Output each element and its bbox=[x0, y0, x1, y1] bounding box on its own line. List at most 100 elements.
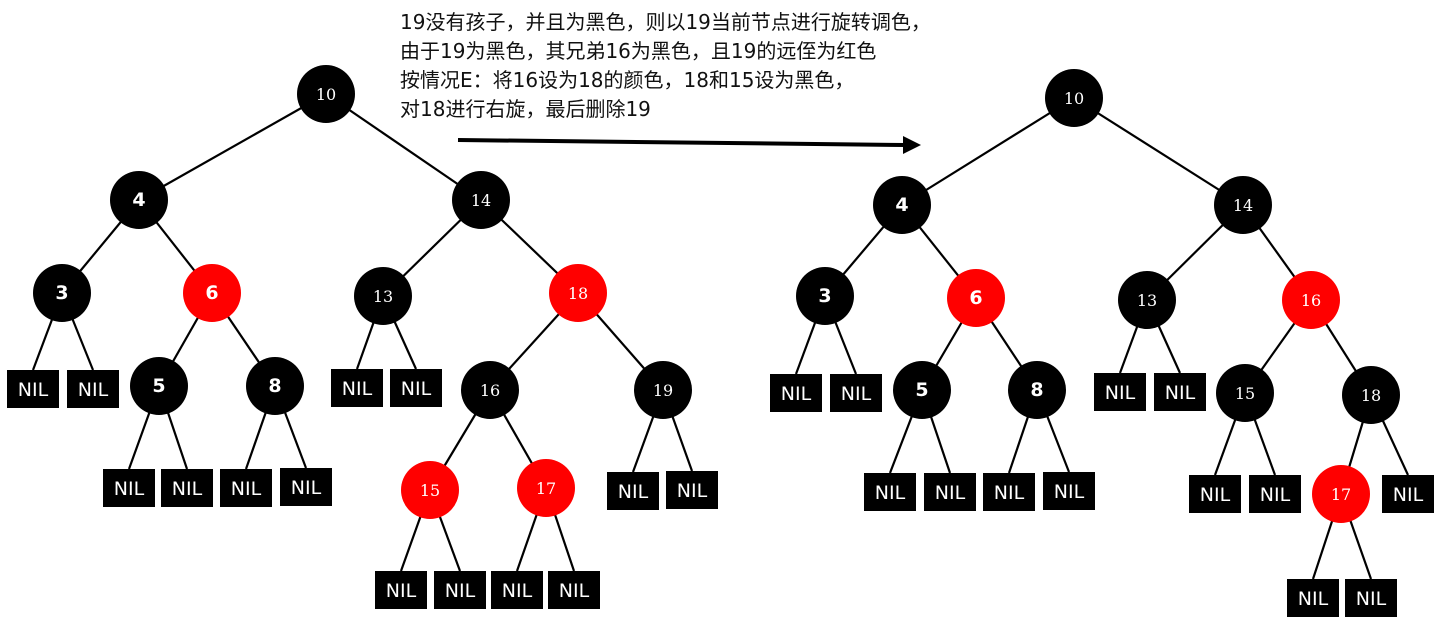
nil-leaf: NIL bbox=[607, 472, 659, 510]
node-circle bbox=[354, 267, 412, 325]
node-label: 16 bbox=[480, 381, 500, 400]
nil-box bbox=[830, 374, 882, 412]
node-label: 4 bbox=[895, 194, 908, 216]
node-label: 6 bbox=[205, 282, 218, 304]
nil-box bbox=[607, 472, 659, 510]
tree-node: 4 bbox=[873, 176, 931, 234]
node-label: 5 bbox=[915, 379, 928, 401]
nil-label: NIL bbox=[342, 378, 373, 400]
tree-node: 6 bbox=[947, 269, 1005, 327]
nil-leaf: NIL bbox=[491, 571, 543, 609]
node-circle bbox=[297, 65, 355, 123]
tree-edge bbox=[325, 93, 482, 201]
tree-node: 3 bbox=[796, 267, 854, 325]
nil-leaf: NIL bbox=[67, 370, 119, 408]
nil-box bbox=[1345, 579, 1397, 617]
nil-leaf: NIL bbox=[7, 370, 59, 408]
node-circle bbox=[1216, 364, 1274, 422]
arrow-shaft bbox=[457, 138, 906, 147]
nil-leaf: NIL bbox=[924, 473, 976, 511]
nil-leaf: NIL bbox=[375, 571, 427, 609]
nil-label: NIL bbox=[18, 379, 49, 401]
nil-label: NIL bbox=[841, 383, 872, 405]
nil-label: NIL bbox=[1356, 588, 1387, 610]
nil-leaf: NIL bbox=[1345, 579, 1397, 617]
nil-leaf: NIL bbox=[220, 469, 272, 507]
node-label: 6 bbox=[969, 287, 982, 309]
tree-node: 15 bbox=[1216, 364, 1274, 422]
nil-label: NIL bbox=[875, 482, 906, 504]
node-label: 8 bbox=[1030, 379, 1043, 401]
caption-line-3: 按情况E：将16设为18的颜色，18和15设为黑色， bbox=[400, 68, 855, 92]
node-label: 18 bbox=[1361, 386, 1381, 405]
node-label: 19 bbox=[653, 381, 673, 400]
nil-box bbox=[1189, 475, 1241, 513]
node-circle bbox=[1342, 366, 1400, 424]
nil-label: NIL bbox=[114, 478, 145, 500]
nil-leaf: NIL bbox=[1154, 373, 1206, 411]
node-label: 5 bbox=[152, 375, 165, 397]
node-circle bbox=[549, 264, 607, 322]
tree-node: 5 bbox=[893, 361, 951, 419]
node-label: 15 bbox=[1235, 384, 1255, 403]
nil-label: NIL bbox=[231, 478, 262, 500]
nil-label: NIL bbox=[172, 478, 203, 500]
arrow-head bbox=[903, 136, 921, 154]
nil-leaf: NIL bbox=[864, 473, 916, 511]
node-label: 17 bbox=[536, 479, 556, 498]
nil-label: NIL bbox=[994, 482, 1025, 504]
node-label: 15 bbox=[420, 481, 440, 500]
caption-line-4: 对18进行右旋，最后删除19 bbox=[400, 97, 651, 121]
nil-box bbox=[280, 468, 332, 506]
nil-box bbox=[1287, 579, 1339, 617]
node-circle bbox=[1045, 69, 1103, 127]
tree-node: 14 bbox=[452, 171, 510, 229]
tree-node: 18 bbox=[549, 264, 607, 322]
nil-box bbox=[331, 369, 383, 407]
nil-label: NIL bbox=[445, 580, 476, 602]
node-label: 3 bbox=[55, 282, 68, 304]
nil-box bbox=[864, 473, 916, 511]
node-circle bbox=[33, 264, 91, 322]
transition-arrow bbox=[457, 136, 921, 154]
node-circle bbox=[1312, 465, 1370, 523]
nil-label: NIL bbox=[618, 481, 649, 503]
tree-node: 8 bbox=[246, 357, 304, 415]
node-circle bbox=[1008, 361, 1066, 419]
node-label: 10 bbox=[316, 85, 336, 104]
nil-label: NIL bbox=[1260, 484, 1291, 506]
nil-label: NIL bbox=[291, 477, 322, 499]
nil-label: NIL bbox=[559, 580, 590, 602]
nil-box bbox=[983, 473, 1035, 511]
nil-leaf: NIL bbox=[103, 469, 155, 507]
nil-label: NIL bbox=[781, 383, 812, 405]
tree-node: 14 bbox=[1214, 176, 1272, 234]
nil-box bbox=[548, 571, 600, 609]
nil-box bbox=[770, 374, 822, 412]
nil-leaf: NIL bbox=[280, 468, 332, 506]
node-label: 16 bbox=[1301, 291, 1321, 310]
nil-leaf: NIL bbox=[331, 369, 383, 407]
tree-node: 17 bbox=[517, 459, 575, 517]
nil-leaf: NIL bbox=[1287, 579, 1339, 617]
nil-leaf: NIL bbox=[1094, 373, 1146, 411]
tree-node: 17 bbox=[1312, 465, 1370, 523]
nil-label: NIL bbox=[935, 482, 966, 504]
nil-leaf: NIL bbox=[390, 369, 442, 407]
node-circle bbox=[517, 459, 575, 517]
nil-leaf: NIL bbox=[830, 374, 882, 412]
nil-box bbox=[103, 469, 155, 507]
tree-edge bbox=[1073, 97, 1244, 206]
node-label: 8 bbox=[268, 375, 281, 397]
nil-box bbox=[1382, 475, 1434, 513]
nil-box bbox=[1154, 373, 1206, 411]
tree-node: 13 bbox=[1118, 271, 1176, 329]
node-circle bbox=[130, 357, 188, 415]
nil-box bbox=[666, 471, 718, 509]
nil-leaf: NIL bbox=[983, 473, 1035, 511]
tree-node: 10 bbox=[297, 65, 355, 123]
nil-leaf: NIL bbox=[666, 471, 718, 509]
node-circle bbox=[461, 361, 519, 419]
tree-node: 6 bbox=[183, 264, 241, 322]
